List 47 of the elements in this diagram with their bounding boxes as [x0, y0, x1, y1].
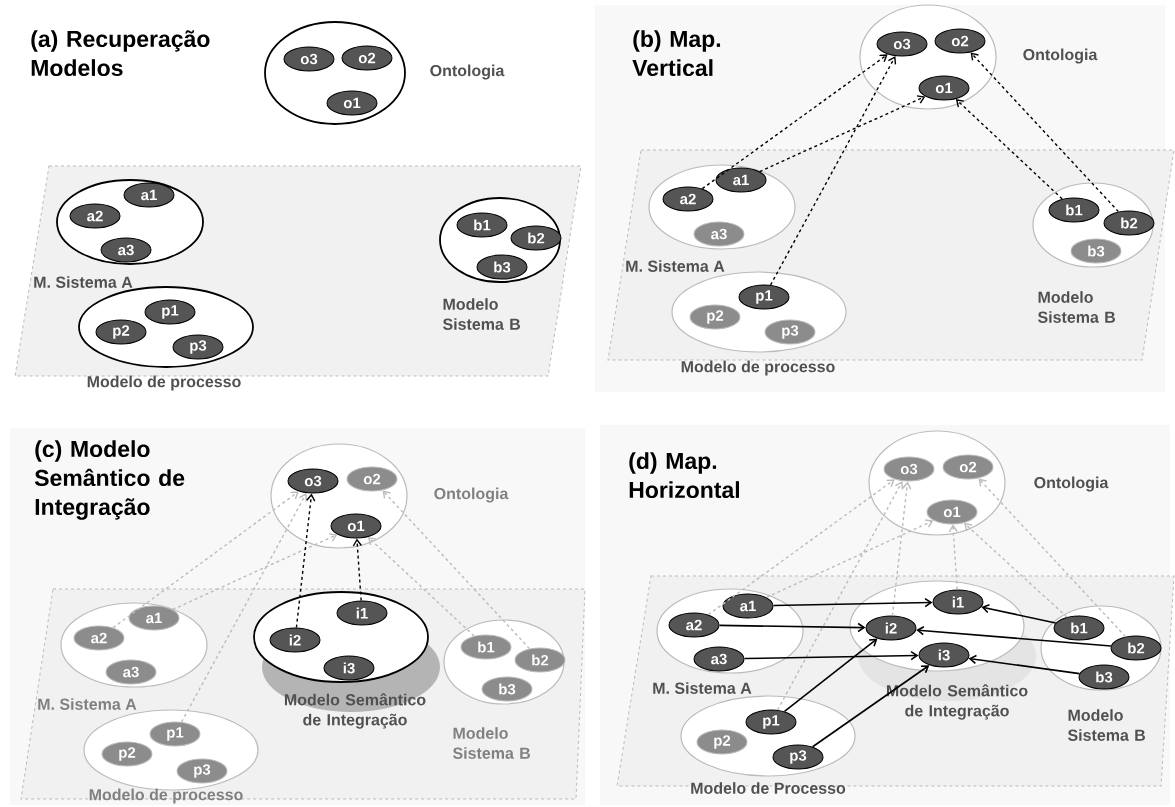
arrow: [180, 493, 308, 723]
node-label: Ontologia: [1023, 48, 1098, 64]
arrow: [707, 479, 895, 616]
arrow: [765, 519, 934, 599]
arrow: [769, 56, 897, 286]
arrow: [978, 478, 1127, 638]
arrow: [382, 490, 531, 650]
panel-title: (c) Modelo Semântico de Integração: [34, 440, 185, 520]
panel-title: (b) Map. Vertical: [632, 30, 721, 77]
arrow: [964, 523, 1068, 618]
arrow: [718, 622, 866, 633]
arrow: [759, 95, 926, 173]
node-label: Ontologia: [1034, 476, 1109, 492]
node-label: Modelo Sistema B: [442, 298, 521, 330]
arrow: [811, 665, 930, 748]
arrow: [776, 481, 904, 711]
node-label: M. Sistema A: [38, 698, 137, 710]
arrow: [970, 52, 1120, 213]
arrow: [367, 537, 475, 637]
arrow: [968, 654, 1081, 675]
arrow: [948, 524, 959, 591]
node-label: Ontologia: [430, 64, 505, 80]
arrow: [981, 603, 1057, 624]
node-label: Modelo de processo: [681, 360, 835, 376]
arrow: [743, 650, 919, 661]
arrow: [891, 481, 912, 617]
arrow: [916, 625, 1112, 647]
arrow: [352, 538, 363, 602]
node-label: M. Sistema A: [653, 682, 752, 694]
node-label: Modelo de processo: [89, 788, 243, 804]
arrow: [701, 54, 888, 190]
node-label: Modelo de Processo: [691, 782, 846, 794]
node-label: Modelo Sistema B: [1067, 709, 1146, 741]
arrow: [172, 533, 338, 611]
arrow: [783, 638, 878, 713]
arrow: [772, 597, 933, 608]
node-label: M. Sistema A: [34, 276, 133, 288]
panel-title: (a) Recuperação Modelos: [31, 30, 210, 77]
arrow: [112, 491, 299, 629]
arrow: [955, 99, 1063, 200]
node-label: Ontologia: [434, 487, 509, 503]
arrow: [295, 493, 316, 629]
node-label: Modelo Sistema B: [1037, 291, 1116, 323]
node-label: M. Sistema A: [626, 260, 725, 272]
node-label: Modelo Sistema B: [452, 727, 531, 759]
panel-title: (d) Map. Horizontal: [629, 452, 740, 499]
node-label: Modelo de processo: [87, 375, 241, 391]
